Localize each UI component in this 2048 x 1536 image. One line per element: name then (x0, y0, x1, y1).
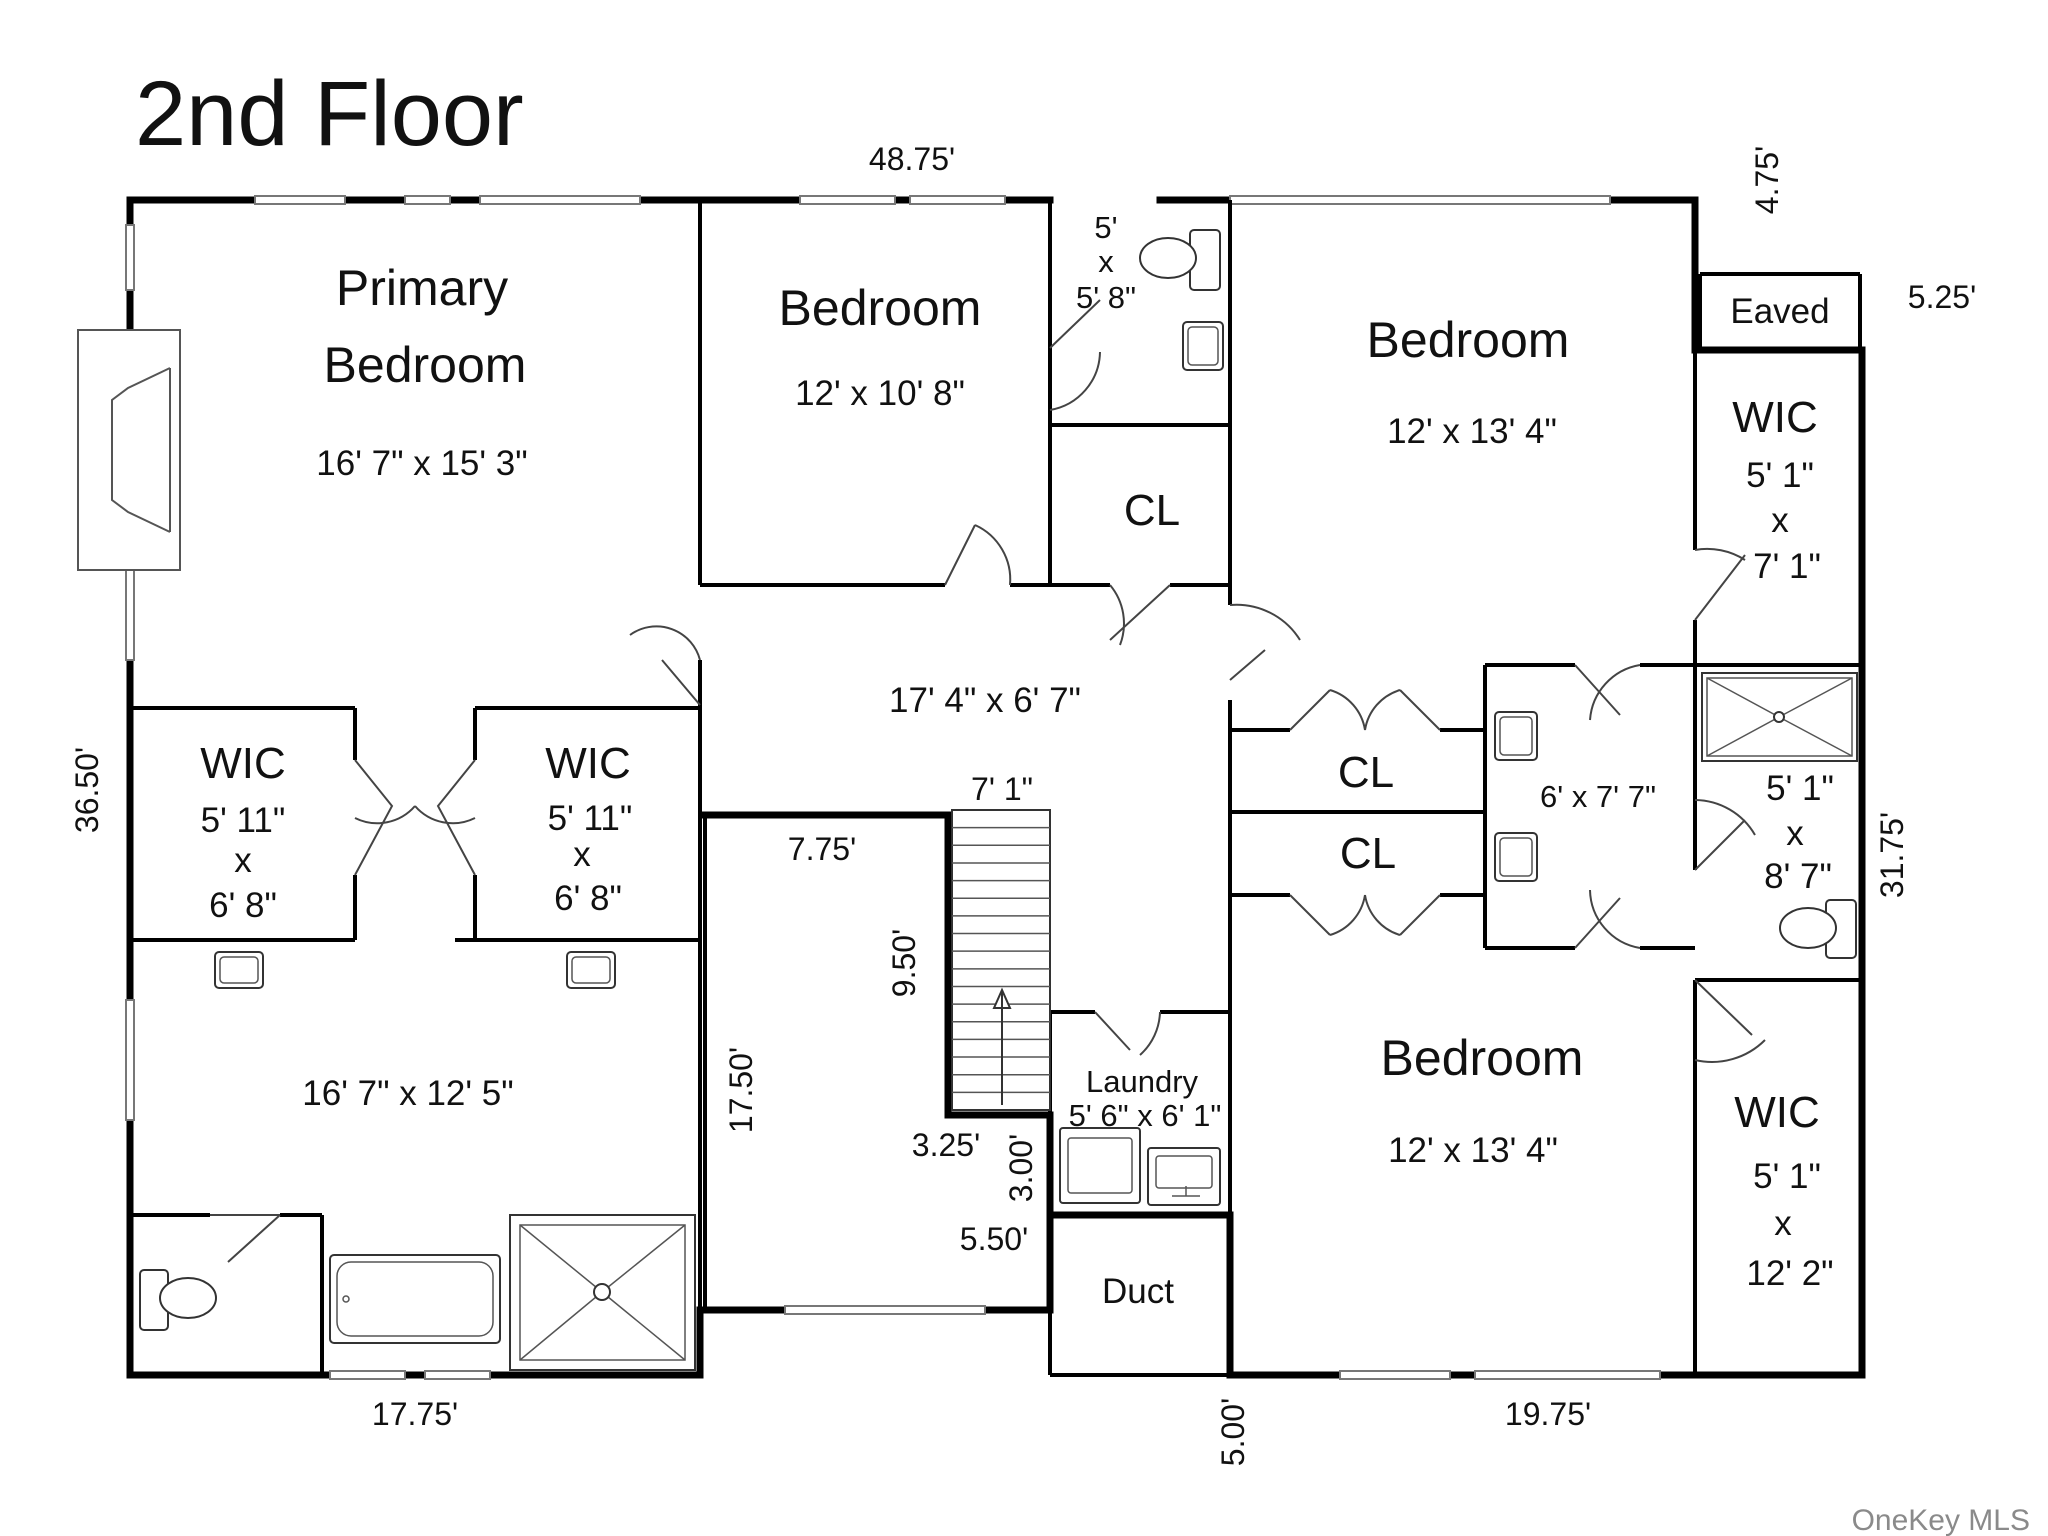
wic-left-2-dim-1: 5' 11" (548, 799, 633, 838)
wic-left-2-dim-2: 6' 8" (554, 879, 622, 918)
small-bath-dim-2: 5' 8" (1076, 280, 1136, 315)
wic-left-1-dim-2: 6' 8" (209, 886, 277, 925)
bedroom-bottom-right-dims: 12' x 13' 4" (1388, 1131, 1558, 1170)
bedroom-top-middle-name: Bedroom (779, 280, 982, 336)
interior-walls (130, 200, 1862, 1377)
wic-left-2-dim-x: x (573, 835, 591, 874)
primary-bath-dims: 16' 7" x 12' 5" (302, 1074, 513, 1113)
shower-icon (1701, 672, 1858, 762)
stair-up-arrow-icon (992, 987, 1012, 1105)
laundry-name: Laundry (1086, 1064, 1199, 1099)
wic-left-1-dim-x: x (234, 841, 252, 880)
toilet-icon (1779, 899, 1857, 959)
stair-enclosure (701, 811, 1054, 1314)
hall-dims: 17' 4" x 6' 7" (889, 681, 1081, 720)
wic-bottom-right-dim-1: 5' 1" (1753, 1157, 1821, 1196)
right-step-dim: 5.25' (1908, 279, 1976, 315)
wic-left-2-name: WIC (545, 739, 631, 788)
wic-top-right-dim-x: x (1771, 501, 1789, 540)
floor-title: 2nd Floor (135, 63, 524, 165)
shower-icon (509, 1214, 696, 1371)
washer-icon (1059, 1127, 1141, 1204)
wic-top-right-name: WIC (1732, 393, 1818, 442)
bathtub-icon (329, 1254, 501, 1344)
bottom-notch-dim: 5.00' (1215, 1398, 1251, 1466)
closet-mid-2-name: CL (1340, 829, 1396, 878)
stair-width-dim: 7' 1" (971, 771, 1033, 807)
sink-icon (1494, 832, 1538, 882)
watermark: OneKey MLS (1852, 1504, 2030, 1536)
open-area-depth-dim: 17.50' (723, 1047, 759, 1133)
primary-bedroom-name-1: Primary (336, 260, 508, 316)
primary-bedroom-dims: 16' 7" x 15' 3" (316, 444, 527, 483)
small-bath-dim-x: x (1098, 244, 1114, 279)
wic-bottom-right-name: WIC (1734, 1088, 1820, 1137)
top-width-dim: 48.75' (869, 141, 955, 177)
wic-top-right-dim-2: 7' 1" (1753, 547, 1821, 586)
room-labels: Primary Bedroom 16' 7" x 15' 3" Bedroom … (200, 210, 1834, 1311)
laundry-dims: 5' 6" x 6' 1" (1069, 1098, 1222, 1133)
bedroom-top-right-dims: 12' x 13' 4" (1387, 412, 1557, 451)
wic-top-right-dim-1: 5' 1" (1746, 456, 1814, 495)
toilet-icon (139, 1269, 217, 1331)
wic-left-1-dim-1: 5' 11" (201, 801, 286, 840)
shower-room-dim-1: 5' 1" (1766, 769, 1834, 808)
shower-room-dim-x: x (1786, 814, 1804, 853)
stairs (951, 809, 1051, 1111)
sink-icon (1147, 1147, 1221, 1206)
bedroom-top-right-name: Bedroom (1367, 312, 1570, 368)
top-right-offset-dim: 4.75' (1749, 146, 1785, 214)
stair-run-dim: 9.50' (886, 929, 922, 997)
eaved-name: Eaved (1730, 292, 1829, 331)
notch-depth-dim: 3.00' (1003, 1134, 1039, 1202)
dimension-labels: 48.75' 4.75' 5.25' 36.50' 31.75' 17.75' … (69, 141, 1976, 1466)
jack-jill-bath-dims: 6' x 7' 7" (1540, 779, 1656, 814)
wic-bottom-right-dim-2: 12' 2" (1746, 1254, 1833, 1293)
primary-bedroom-name-2: Bedroom (324, 337, 527, 393)
wic-left-1-name: WIC (200, 739, 286, 788)
notch-width-dim: 3.25' (912, 1127, 980, 1163)
closet-mid-1-name: CL (1338, 748, 1394, 797)
sink-icon (1494, 711, 1538, 761)
toilet-icon (1139, 229, 1221, 291)
doors (210, 299, 1766, 1263)
fixtures (139, 229, 1858, 1371)
sink-icon (566, 951, 616, 989)
shower-room-dim-2: 8' 7" (1764, 857, 1832, 896)
sink-icon (1182, 321, 1224, 371)
windows (125, 195, 1661, 1380)
left-height-dim: 36.50' (69, 747, 105, 833)
bottom-right-width-dim: 19.75' (1505, 1396, 1591, 1432)
duct-name: Duct (1102, 1272, 1174, 1311)
bottom-left-width-dim: 17.75' (372, 1396, 458, 1432)
small-bath-dim-1: 5' (1094, 210, 1117, 245)
exterior-walls (126, 196, 1866, 1379)
fireplace-icon (77, 329, 181, 571)
sink-icon (214, 951, 264, 989)
open-area-width-dim: 7.75' (788, 831, 856, 867)
bedroom-bottom-right-name: Bedroom (1381, 1030, 1584, 1086)
right-height-dim: 31.75' (1874, 812, 1910, 898)
wic-bottom-right-dim-x: x (1774, 1204, 1792, 1243)
closet-top-name: CL (1124, 486, 1180, 535)
bedroom-top-middle-dims: 12' x 10' 8" (795, 374, 965, 413)
notch-bottom-dim: 5.50' (960, 1221, 1028, 1257)
